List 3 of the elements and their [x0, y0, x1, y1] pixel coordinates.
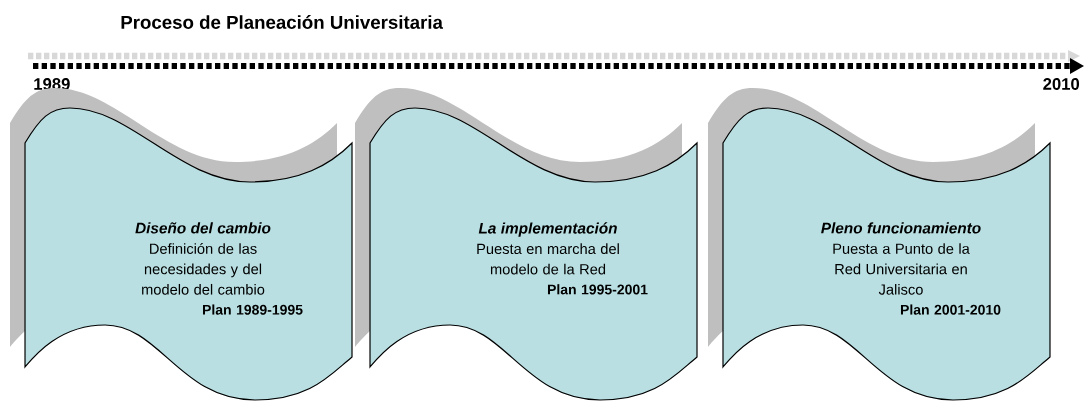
- wave-banner: La implementación Puesta en marcha del modelo de la Red Plan 1995-2001: [355, 88, 698, 401]
- title: Proceso de Planeación Universitaria: [121, 15, 443, 29]
- year-label: 2010: [1043, 78, 1080, 90]
